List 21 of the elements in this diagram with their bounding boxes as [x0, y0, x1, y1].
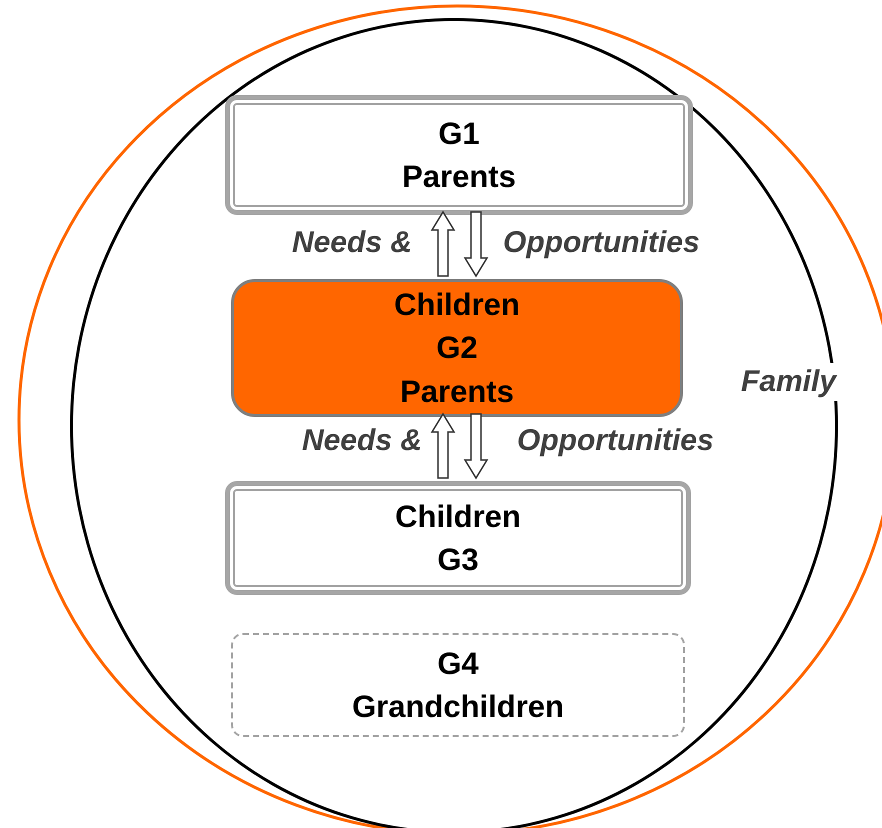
hollow-arrow [464, 211, 488, 278]
hollow-arrow [430, 210, 456, 277]
edge-label: Opportunities [517, 423, 714, 459]
box-text: Children [394, 286, 520, 324]
hollow-arrow [430, 412, 456, 479]
box-text: Children [395, 498, 521, 536]
box-text: Parents [400, 372, 514, 411]
generation-box [225, 481, 691, 595]
generation-box [225, 95, 693, 215]
box-text: Parents [402, 158, 516, 196]
box-text: G4 [437, 644, 479, 683]
box-text: G3 [437, 541, 479, 579]
edge-label: Needs & [302, 423, 422, 459]
dashed-box [231, 633, 685, 737]
generation-box [231, 279, 683, 417]
hollow-arrow [464, 413, 488, 480]
box-text: Grandchildren [352, 688, 564, 726]
edge-label: Needs & [292, 225, 412, 261]
edge-label: Opportunities [503, 225, 700, 261]
box-text: G2 [436, 329, 478, 368]
box-text: G1 [438, 114, 480, 153]
